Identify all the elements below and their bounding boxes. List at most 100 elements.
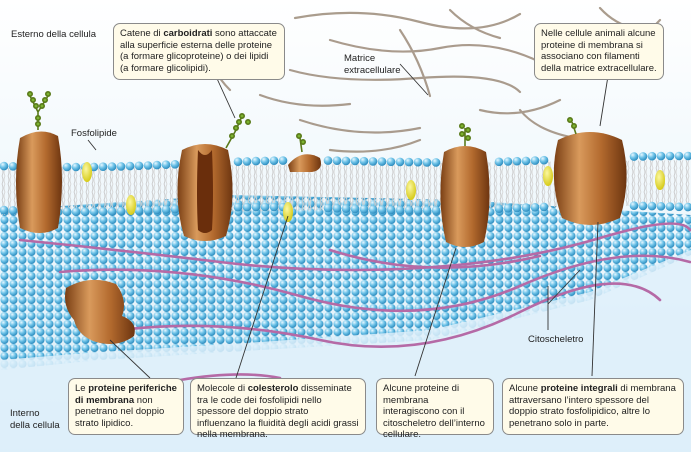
- phospholipid-head: [683, 151, 691, 161]
- phospholipid-head: [269, 156, 279, 165]
- phospholipid-head: [242, 202, 252, 212]
- phospholipid-head: [395, 205, 405, 215]
- phospholipid-head: [8, 206, 18, 215]
- phospholipid-head: [521, 203, 531, 212]
- phospholipid-head: [638, 201, 648, 211]
- phospholipid-head: [665, 202, 675, 211]
- phospholipid-head: [377, 157, 387, 166]
- lipid-tails: [0, 160, 691, 215]
- phospholipid-head: [422, 206, 432, 215]
- phospholipid-head: [0, 205, 9, 215]
- outer-heads: [0, 151, 691, 172]
- phospholipid-head: [143, 161, 153, 170]
- phospholipid-head: [512, 156, 522, 166]
- label-outside-cell: Esterno della cellula: [11, 29, 97, 40]
- phospholipid-head: [647, 201, 657, 211]
- phospholipid-head: [656, 151, 666, 161]
- phospholipid-head: [242, 157, 252, 166]
- phospholipid-head: [8, 162, 18, 171]
- phospholipid-head: [350, 204, 360, 214]
- phospholipid-head: [89, 162, 99, 172]
- phospholipid-head: [341, 204, 351, 213]
- label-inside-cell: Interno della cellula: [10, 408, 60, 431]
- phospholipid-head: [404, 205, 414, 215]
- phospholipid-head: [107, 207, 117, 216]
- phospholipid-head: [422, 158, 432, 167]
- phospholipid-head: [539, 202, 549, 212]
- callout-cytoskeleton-link: Alcune proteine di membrana interagiscon…: [376, 378, 494, 440]
- phospholipid-head: [98, 207, 108, 216]
- phospholipid-head: [170, 160, 180, 169]
- phospholipid-head: [62, 207, 72, 216]
- phospholipid-head: [323, 203, 333, 213]
- phospholipid-head: [683, 202, 691, 212]
- phospholipid-head: [629, 201, 639, 210]
- phospholipid-head: [233, 202, 243, 212]
- phospholipid-head: [260, 156, 270, 166]
- label-cytoskeleton: Citoscheletro: [528, 334, 584, 345]
- phospholipid-head: [251, 156, 261, 166]
- phospholipid-head: [359, 156, 369, 166]
- phospholipid-head: [521, 156, 531, 166]
- phospholipid-head: [89, 207, 99, 216]
- phospholipid-head: [341, 156, 351, 166]
- label-extracellular-matrix: Matrice extracellulare: [344, 53, 401, 76]
- phospholipid-head: [656, 202, 666, 211]
- phospholipid-head: [503, 157, 513, 166]
- phospholipid-head: [539, 155, 549, 165]
- phospholipid-head: [134, 161, 144, 171]
- phospholipid-head: [674, 151, 684, 161]
- phospholipid-head: [368, 205, 378, 214]
- phospholipid-head: [260, 202, 270, 212]
- phospholipid-head: [494, 157, 504, 167]
- phospholipid-head: [143, 206, 153, 215]
- phospholipid-head: [116, 162, 126, 171]
- inner-heads: [0, 201, 691, 216]
- phospholipid-head: [323, 156, 333, 165]
- phospholipid-head: [368, 157, 378, 166]
- phospholipid-head: [665, 151, 675, 161]
- integral-protein-middle: [440, 146, 490, 247]
- phospholipid-head: [674, 202, 684, 212]
- phospholipid-head: [278, 156, 288, 165]
- phospholipid-head: [269, 202, 279, 212]
- cytoskeleton-filaments: [18, 222, 691, 382]
- phospholipid-head: [332, 156, 342, 165]
- peripheral-protein-top: [288, 154, 321, 172]
- phospholipid-head: [116, 206, 126, 216]
- phospholipid-head: [386, 157, 396, 167]
- phospholipid-head: [233, 157, 243, 166]
- phospholipid-head: [404, 157, 414, 167]
- phospholipid-head: [350, 156, 360, 166]
- phospholipid-head: [161, 205, 171, 214]
- peripheral-protein-inner: [65, 279, 135, 344]
- callout-animal-cells: Nelle cellule animali alcune proteine di…: [534, 23, 664, 80]
- phospholipid-head: [125, 161, 135, 171]
- phospholipid-head: [413, 157, 423, 167]
- phospholipid-head: [62, 162, 72, 172]
- carbohydrate-chain: [26, 91, 51, 130]
- label-phospholipid: Fosfolipide: [71, 128, 117, 139]
- phospholipid-head: [98, 162, 108, 171]
- phospholipid-head: [413, 206, 423, 215]
- phospholipid-head: [152, 160, 162, 170]
- phospholipid-head: [395, 157, 405, 167]
- phospholipid-head: [530, 156, 540, 165]
- phospholipid-head: [170, 204, 180, 214]
- leader-lines: [87, 63, 609, 379]
- phospholipid-head: [530, 203, 540, 212]
- integral-protein-right: [553, 132, 627, 225]
- phospholipid-head: [629, 152, 639, 161]
- phospholipid-head: [161, 160, 171, 169]
- phospholipid-head: [251, 202, 261, 212]
- phospholipid-head: [0, 161, 9, 171]
- phospholipid-head: [431, 158, 441, 167]
- callout-integral-proteins: Alcune proteine integrali di membrana at…: [502, 378, 684, 435]
- phospholipid-head: [386, 205, 396, 215]
- phospholipid-head: [431, 206, 441, 215]
- callout-carbohydrates: Catene di carboidrati sono attaccate all…: [113, 23, 285, 80]
- phospholipid-head: [377, 205, 387, 214]
- callout-cholesterol: Molecole di colesterolo disseminate tra …: [190, 378, 366, 440]
- phospholipid-head: [647, 151, 657, 161]
